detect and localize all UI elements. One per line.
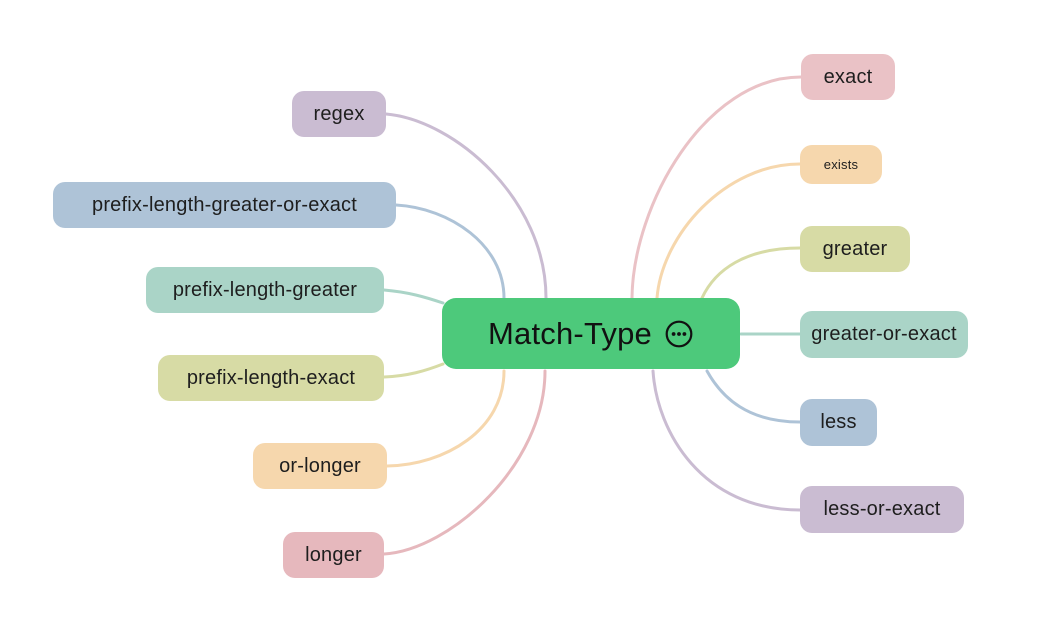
node-longer[interactable]: longer: [283, 532, 384, 578]
node-or-longer[interactable]: or-longer: [253, 443, 387, 489]
node-less[interactable]: less: [800, 399, 877, 446]
central-node-match-type[interactable]: Match-Type: [442, 298, 740, 369]
edge-regex: [384, 112, 548, 300]
ellipsis-circle-icon[interactable]: [664, 319, 694, 349]
edge-exists: [655, 162, 802, 300]
node-prefix-length-exact[interactable]: prefix-length-exact: [158, 355, 384, 401]
edge-longer: [382, 369, 547, 556]
node-greater-or-exact[interactable]: greater-or-exact: [800, 311, 968, 358]
node-prefix-length-greater-or-exact[interactable]: prefix-length-greater-or-exact: [53, 182, 396, 228]
edge-greater: [700, 246, 802, 300]
node-exists[interactable]: exists: [800, 145, 882, 184]
edge-less: [705, 369, 802, 424]
edge-prefix-length-greater: [382, 288, 445, 305]
edge-or-longer: [385, 369, 506, 468]
edge-exact: [630, 75, 803, 300]
node-regex[interactable]: regex: [292, 91, 386, 137]
node-prefix-length-greater[interactable]: prefix-length-greater: [146, 267, 384, 313]
node-less-or-exact[interactable]: less-or-exact: [800, 486, 964, 533]
edge-prefix-length-greater-or-exact: [394, 203, 506, 300]
node-greater[interactable]: greater: [800, 226, 910, 272]
edge-less-or-exact: [651, 369, 802, 512]
node-exact[interactable]: exact: [801, 54, 895, 100]
edge-prefix-length-exact: [382, 362, 445, 379]
central-node-label: Match-Type: [488, 315, 652, 351]
